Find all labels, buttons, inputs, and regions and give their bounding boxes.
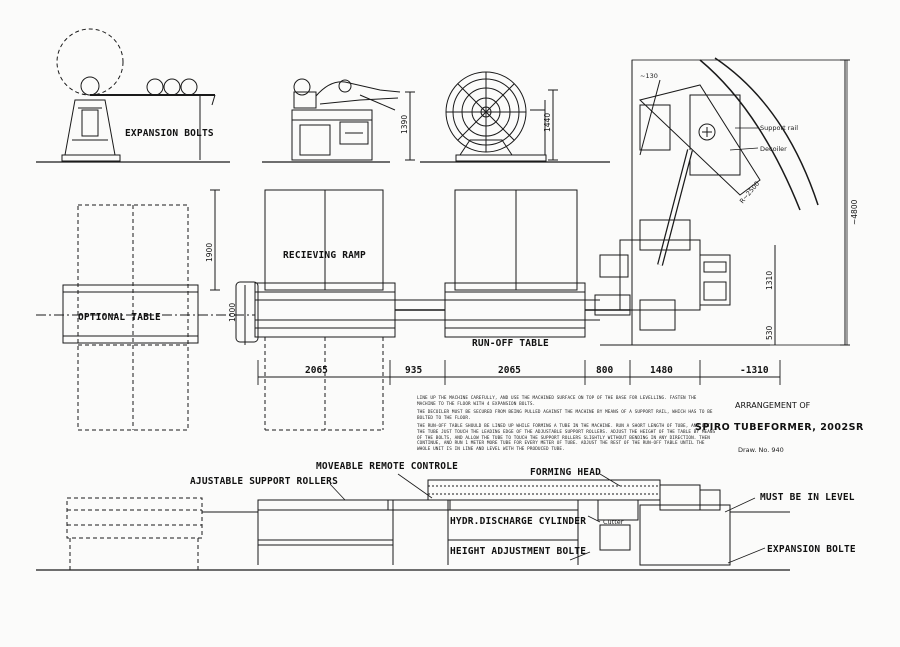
- title-arrangement: ARRANGEMENT OF: [735, 401, 811, 410]
- receiving-ramp-plan: [235, 189, 445, 431]
- decoiler-label: Decoiler: [760, 145, 787, 153]
- note-1: LINE UP THE MACHINE CAREFULLY, AND USE T…: [417, 396, 697, 407]
- installation-notes: LINE UP THE MACHINE CAREFULLY, AND USE T…: [417, 396, 717, 455]
- reel-decoiler-elevation: [420, 71, 610, 163]
- cutter-label: Cutter: [603, 518, 624, 526]
- dim-530: 530: [765, 325, 774, 340]
- optional-table-label: OPTIONAL TABLE: [78, 312, 161, 323]
- expansion-stand-elevation: [36, 28, 230, 163]
- dimension-chain: [257, 360, 781, 385]
- height-bolte-label: HEIGHT ADJUSTMENT BOLTE: [450, 546, 587, 557]
- expansion-bolts-label: EXPANSION BOLTS: [125, 128, 214, 139]
- leader-lines: [329, 127, 766, 564]
- line-side-elevation: [36, 479, 790, 571]
- hydr-cylinder-label: HYDR.DISCHARGE CYLINDER: [450, 516, 587, 527]
- dim-4800: ~4800: [850, 199, 859, 225]
- dim-800: 800: [596, 365, 614, 376]
- dim-130: ~130: [640, 72, 658, 80]
- dim-1000: 1000: [228, 302, 237, 322]
- dim-2065-a: 2065: [305, 365, 328, 376]
- forming-head-label: FORMING HEAD: [530, 467, 602, 478]
- note-3: THE RUN-OFF TABLE SHOULD BE LINED UP WHI…: [417, 424, 716, 452]
- run-off-table-label: RUN-OFF TABLE: [472, 338, 549, 349]
- support-rail-label: Support rail: [760, 124, 799, 132]
- dim-1900: 1900: [205, 242, 214, 262]
- moveable-remote-label: MOVEABLE REMOTE CONTROLE: [316, 461, 459, 472]
- dim-1480: 1480: [650, 365, 673, 376]
- dim-1310: -1310: [740, 365, 769, 376]
- must-be-level-label: MUST BE IN LEVEL: [760, 492, 855, 503]
- dim-1440: 1440: [543, 112, 552, 132]
- run-off-table-plan: [444, 189, 630, 338]
- note-2: THE DECOILER MUST BE SECURED FROM BEING …: [417, 410, 713, 421]
- dim-1310-v: 1310: [765, 270, 774, 290]
- recieving-ramp-label: RECIEVING RAMP: [283, 250, 366, 261]
- forming-head-plan: [594, 57, 850, 346]
- dim-1390: 1390: [400, 114, 409, 134]
- dim-2065-b: 2065: [498, 365, 521, 376]
- dim-935: 935: [405, 365, 423, 376]
- expansion-bolte-label: EXPANSION BOLTE: [767, 544, 856, 555]
- title-name: SPIRO TUBEFORMER, 2002SR: [695, 422, 864, 433]
- title-drawing-no: Draw. No. 940: [738, 446, 784, 454]
- ajustable-rollers-label: AJUSTABLE SUPPORT ROLLERS: [190, 476, 338, 487]
- tubeformer-elevation: [262, 78, 415, 163]
- optional-table-frame: [36, 189, 255, 345]
